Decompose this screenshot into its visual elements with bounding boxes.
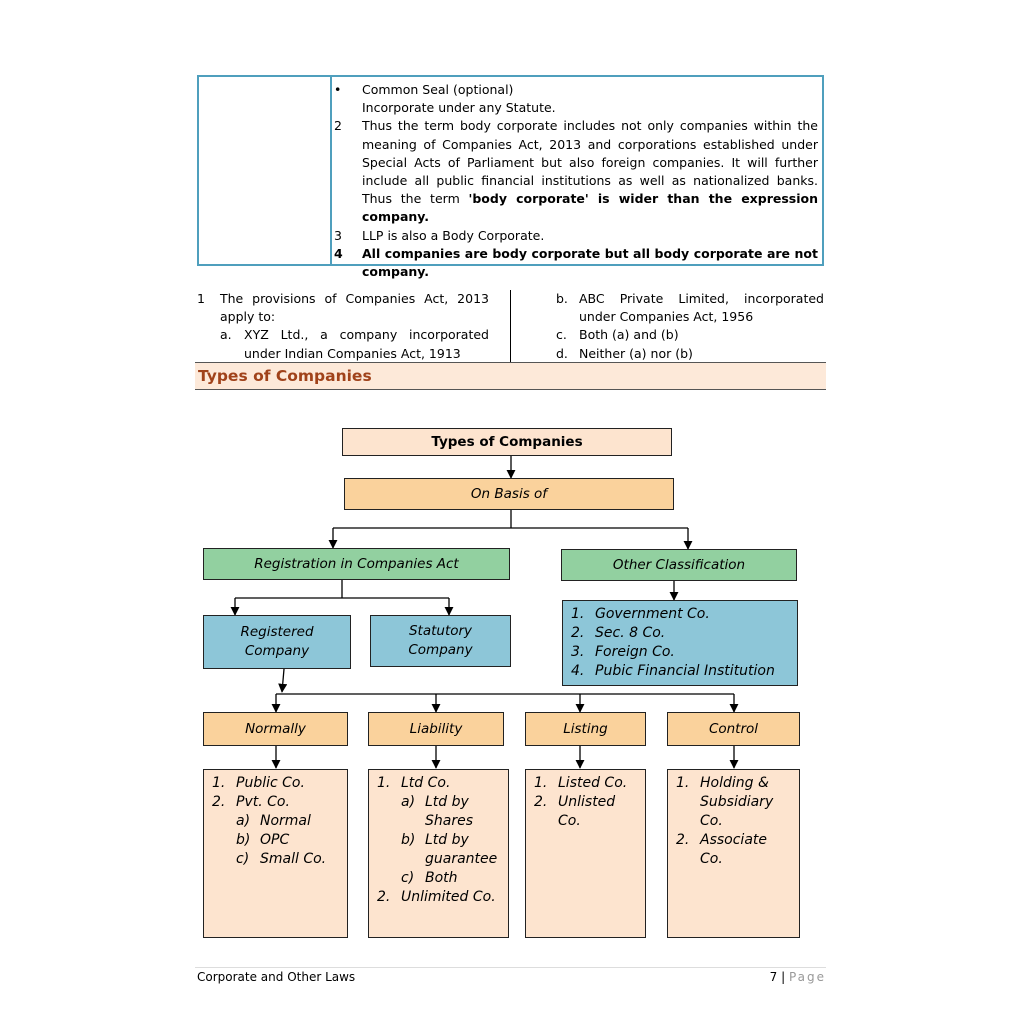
list-item: 1.Listed Co. <box>534 775 628 791</box>
column-divider <box>510 290 511 362</box>
footer-page: 7 | Page <box>770 970 826 984</box>
arrow-registered-down <box>278 668 288 693</box>
list-item: 1.Holding & Subsidiary Co. <box>676 775 774 829</box>
option-c: c. Both (a) and (b) <box>556 327 679 343</box>
table-right-cell: •Common Seal (optional) Incorporate unde… <box>334 81 818 281</box>
box-normally: Normally <box>203 712 348 746</box>
continuation-table: •Common Seal (optional) Incorporate unde… <box>197 75 824 279</box>
bullet-marker: • <box>334 82 342 97</box>
page-number: 7 <box>769 970 778 984</box>
option-b: b. ABC Private Limited, incorporated und… <box>556 291 824 325</box>
section-header: Types of Companies <box>195 362 826 390</box>
list-item: 3.Foreign Co. <box>571 644 675 660</box>
list-item: c)Both <box>401 870 458 886</box>
page-separator: | <box>781 970 786 984</box>
question-number: 1 <box>197 291 205 306</box>
list-item: 4.Pubic Financial Institution <box>571 663 775 679</box>
footer-title: Corporate and Other Laws <box>197 970 356 984</box>
box-other-classification: Other Classification <box>561 549 797 581</box>
footer-divider <box>195 967 826 968</box>
list-item: a)Ltd by Shares <box>401 794 474 829</box>
list-item: 1.Public Co. <box>212 775 305 791</box>
box-registered-company: Registered Company <box>203 615 351 669</box>
box-registration: Registration in Companies Act <box>203 548 510 580</box>
box-liability-list: 1.Ltd Co. a)Ltd by Shares b)Ltd by guara… <box>368 769 509 938</box>
list-item: 2.Pvt. Co. <box>212 794 290 810</box>
list-item: 2.Sec. 8 Co. <box>571 625 666 641</box>
option-d: d. Neither (a) nor (b) <box>556 345 693 361</box>
table-line: •Common Seal (optional) <box>334 81 818 99</box>
box-control: Control <box>667 712 800 746</box>
list-item: 2.Unlisted Co. <box>534 794 616 829</box>
table-line: Incorporate under any Statute. <box>362 100 556 116</box>
list-item: c)Small Co. <box>236 851 327 867</box>
box-listing: Listing <box>525 712 646 746</box>
list-item: 1.Government Co. <box>571 606 710 622</box>
table-left-cell <box>199 77 332 264</box>
question-stem: 1 The provisions of Companies Act, 2013 … <box>197 291 489 325</box>
question-right-column: b. ABC Private Limited, incorporated und… <box>556 290 824 363</box>
box-liability: Liability <box>368 712 504 746</box>
list-item: b)Ltd by guarantee <box>401 832 498 867</box>
box-other-list: 1.Government Co. 2.Sec. 8 Co. 3.Foreign … <box>562 600 798 686</box>
box-normally-list: 1.Public Co. 2.Pvt. Co. a)Normal b)OPC c… <box>203 769 348 938</box>
option-a: a. XYZ Ltd., a company incorporated unde… <box>220 327 489 361</box>
box-listing-list: 1.Listed Co. 2.Unlisted Co. <box>525 769 646 938</box>
question-left-column: 1 The provisions of Companies Act, 2013 … <box>197 290 489 363</box>
box-types-of-companies: Types of Companies <box>342 428 672 456</box>
list-item: 2.Associate Co. <box>676 832 767 867</box>
page-label: Page <box>788 970 826 984</box>
box-statutory-company: Statutory Company <box>370 615 511 667</box>
list-item: a)Normal <box>236 813 311 829</box>
list-item: 2.Unlimited Co. <box>377 889 496 905</box>
section-title: Types of Companies <box>198 367 372 385</box>
box-on-basis-of: On Basis of <box>344 478 674 510</box>
list-item: 1.Ltd Co. <box>377 775 451 791</box>
box-control-list: 1.Holding & Subsidiary Co. 2.Associate C… <box>667 769 800 938</box>
list-item: b)OPC <box>236 832 290 848</box>
